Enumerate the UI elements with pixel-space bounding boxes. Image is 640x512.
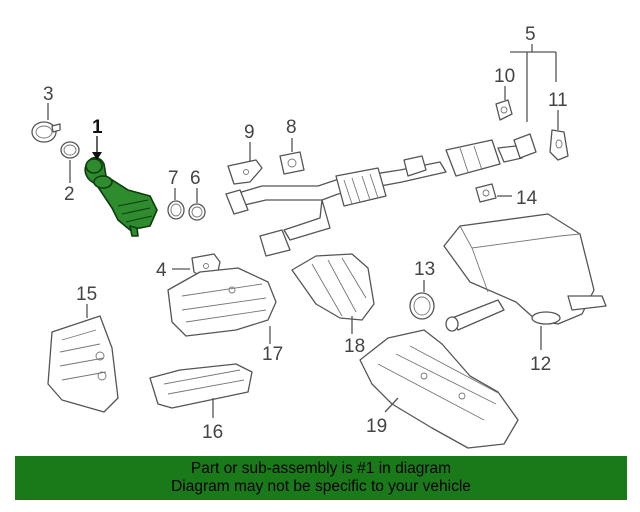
callout-4: 4 (156, 260, 190, 281)
callout-14: 14 (497, 188, 538, 209)
part-16-heat-shield[interactable] (149, 363, 253, 409)
callout-13: 13 (414, 259, 435, 292)
svg-text:18: 18 (344, 336, 365, 357)
callout-8: 8 (286, 117, 297, 152)
callout-18: 18 (344, 316, 365, 357)
callout-label: 1 (92, 117, 103, 138)
callout-7: 7 (168, 168, 179, 200)
callout-10: 10 (494, 66, 515, 100)
banner-line-1: Part or sub-assembly is #1 in diagram (190, 460, 452, 477)
callout-12: 12 (530, 326, 551, 375)
svg-text:9: 9 (244, 122, 255, 143)
part-3-clamp[interactable] (31, 121, 61, 143)
banner-line-2: Diagram may not be specific to your vehi… (171, 478, 471, 495)
svg-text:16: 16 (202, 422, 223, 443)
callout-1: 1 (92, 117, 103, 160)
callout-11: 11 (548, 90, 568, 130)
part-7-clamp[interactable] (167, 200, 185, 220)
svg-text:12: 12 (530, 354, 551, 375)
part-1-catalytic-converter[interactable] (84, 156, 158, 237)
svg-text:15: 15 (76, 284, 97, 305)
part-10-hanger[interactable] (495, 99, 513, 121)
part-9-bracket[interactable] (227, 159, 263, 185)
svg-text:2: 2 (64, 184, 75, 205)
part-17-heat-shield[interactable] (167, 267, 277, 337)
svg-text:4: 4 (156, 260, 167, 281)
callout-3: 3 (43, 84, 54, 120)
callout-17: 17 (262, 326, 283, 365)
callout-16: 16 (202, 398, 223, 443)
svg-text:14: 14 (516, 188, 538, 209)
svg-text:17: 17 (262, 344, 283, 365)
part-2-gasket[interactable] (60, 141, 80, 159)
part-18-heat-shield[interactable] (291, 253, 375, 321)
callout-19: 19 (366, 397, 399, 437)
part-8-insulator[interactable] (279, 151, 305, 175)
svg-text:11: 11 (548, 90, 568, 111)
callout-6: 6 (190, 168, 201, 203)
part-6-gasket[interactable] (188, 203, 206, 221)
svg-text:3: 3 (43, 84, 54, 105)
part-11-hanger[interactable] (549, 129, 569, 161)
svg-text:5: 5 (525, 24, 536, 45)
part-15-heat-shield[interactable] (47, 315, 119, 413)
svg-text:13: 13 (414, 259, 435, 280)
part-14-hanger[interactable] (475, 183, 497, 203)
svg-text:8: 8 (286, 117, 297, 138)
exhaust-pipe-assembly (225, 133, 537, 257)
callout-5: 5 (510, 24, 557, 122)
exhaust-system-diagram: 1 2 3 4 5 10 (31, 24, 607, 449)
callout-9: 9 (244, 122, 255, 162)
callout-2: 2 (64, 160, 75, 205)
part-12-muffler[interactable] (443, 213, 607, 332)
svg-text:19: 19 (366, 416, 387, 437)
svg-text:6: 6 (190, 168, 201, 189)
svg-text:10: 10 (494, 66, 515, 87)
svg-text:7: 7 (168, 168, 179, 189)
part-13-clamp[interactable] (409, 292, 435, 320)
callout-15: 15 (76, 284, 97, 318)
info-banner: Part or sub-assembly is #1 in diagram Di… (15, 456, 627, 500)
